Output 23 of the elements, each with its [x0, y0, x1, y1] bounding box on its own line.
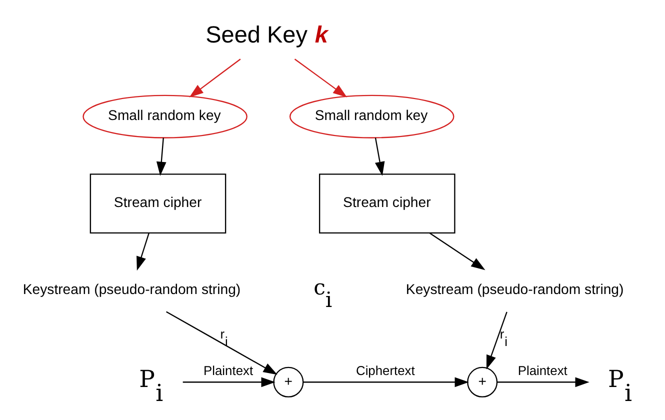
node-ellipse: Small random key [82, 94, 248, 138]
arrow [156, 138, 166, 176]
node-text: Seed Key k [206, 22, 328, 48]
node-text: Keystream (pseudo-random string) [22, 281, 241, 298]
arrow [374, 138, 385, 176]
arrow [497, 377, 590, 388]
node-ellipse: Small random key [289, 94, 454, 138]
edge-label: Plaintext [204, 362, 254, 378]
arrow [189, 58, 241, 98]
arrow [429, 232, 486, 270]
node-box: Stream cipher [90, 174, 226, 234]
arrow [486, 312, 508, 370]
node-text: Keystream (pseudo-random string) [406, 281, 624, 298]
node-circle: + [467, 366, 498, 398]
arrow [303, 377, 469, 388]
arrow [166, 311, 278, 375]
edge-label: Plaintext [518, 362, 568, 378]
edge-label: Ciphertext [356, 362, 415, 378]
arrow [136, 233, 150, 271]
node-box: Stream cipher [318, 174, 456, 234]
arrow [294, 58, 348, 98]
arrow [182, 377, 276, 388]
node-circle: + [273, 366, 304, 398]
